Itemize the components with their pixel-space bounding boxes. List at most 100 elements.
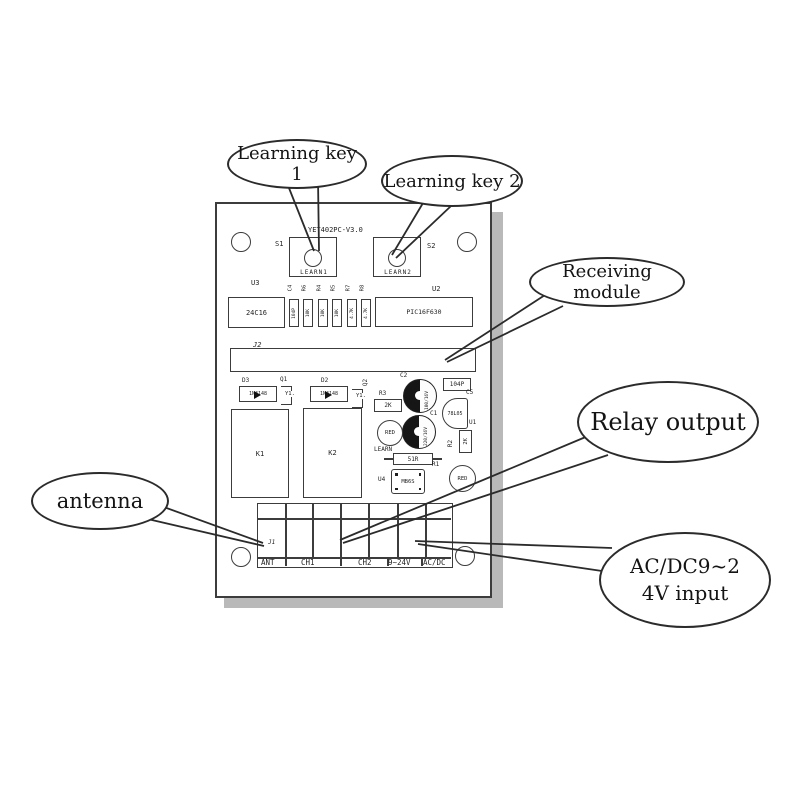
r6-resistor: 10K [303,299,313,327]
d2-diode-symbol [325,391,332,399]
learn2-label: LEARN2 [384,269,412,276]
k2-ref-label: K2 [328,449,337,457]
u3-eeprom-chip: 24C16 [228,297,285,328]
power-input-tail [414,540,613,572]
terminal-label-acdc: AC/DC [423,558,446,567]
d3-diode: 1N4148 [239,386,277,402]
r1-ref-label: R1 [432,461,440,468]
r3-value: 2K [384,402,392,409]
j1-ref-label: J1 [268,539,276,546]
relay-output-tail [339,435,609,544]
c1-capacitor-hole [414,427,423,436]
callout-power-input: AC/DC9~2 4V input [599,532,771,628]
relay-k2: K2 [303,408,362,498]
d2-diode: 1N4148 [310,386,348,402]
terminal-divider [368,504,370,557]
learn1-button[interactable]: LEARN1 [289,237,337,277]
u4-pin-dot [418,487,421,490]
c5-value: 104P [449,381,465,388]
callout-text-line1: AC/DC9~2 [629,554,741,578]
terminal-label-tick [340,557,342,566]
u4-pin-dot [395,473,398,476]
k1-ref-label: K1 [255,449,265,458]
r1-lead-right [433,458,442,460]
r7-resistor: 4.7K [347,299,357,327]
terminal-row-line [258,518,451,520]
callout-antenna: antenna [31,472,169,530]
callout-text: Receiving module [562,261,652,303]
q1-marking: Y1. [285,391,295,397]
terminal-label-ch1: CH1 [301,558,315,567]
q2-marking: Y1. [356,393,366,399]
callout-text-line2: 4V input [641,581,729,605]
mounting-hole-bottom-left [231,547,251,567]
callout-text: Relay output [590,408,746,436]
learn-led-label: RED [385,430,395,436]
relay-k1: K1 [231,409,289,498]
c2-ref-label: C2 [400,372,408,379]
d3-diode-symbol [254,391,261,399]
d3-ref-label: D3 [242,377,250,384]
r1-value: 51R [407,455,419,463]
u1-part-text: 78L05 [447,410,463,417]
r4-resistor: 10K [318,299,328,327]
terminal-label-ant: ANT [261,558,275,567]
terminal-label-tick [387,557,389,566]
callout-text: antenna [56,489,144,513]
receiver-module-socket [230,348,476,372]
learn-led: RED [377,420,403,446]
u4-ref-label: U4 [378,476,386,483]
learning-key-2-tail [391,197,452,259]
u4-part-text: MB6S [401,478,415,485]
d2-ref-label: D2 [321,377,329,384]
terminal-block: ANT CH1 CH2 9~24V AC/DC [257,503,453,568]
u2-ref-label: U2 [432,285,441,293]
terminal-divider [285,504,287,557]
j2-ref-label: J2 [253,341,262,349]
u4-bridge-rectifier: MB6S [391,469,425,494]
u3-ref-label: U3 [251,279,260,287]
c4-capacitor: 104P [289,299,299,327]
s1-ref-label: S1 [275,240,284,248]
learn1-label: LEARN1 [300,269,328,276]
callout-text: Learning key 2 [383,170,521,192]
r1-resistor: 51R [393,453,433,465]
power-led-label: RED [457,475,468,482]
r3-resistor: 2K [374,399,402,412]
learn-led-caption: LEARN [374,446,393,453]
terminal-label-line [258,557,451,559]
mounting-hole-top-left [231,232,251,252]
callout-text: Learning key 1 [237,143,357,185]
u3-part-text: 24C16 [245,308,268,317]
terminal-label-9-24v: 9~24V [388,558,411,567]
terminal-label-tick [421,557,423,566]
s2-ref-label: S2 [427,242,436,250]
c1-capacitor: 220/16V [402,415,436,449]
c5-capacitor: 104P [443,378,471,391]
r8-resistor: 4.7K [361,299,371,327]
callout-relay-output: Relay output [577,381,759,463]
terminal-label-ch2: CH2 [358,558,372,567]
board-model-text: YET402PC-V3.0 [308,226,363,234]
r2-resistor: 2K [459,430,472,453]
antenna-tail [138,501,265,547]
mounting-hole-top-right [457,232,477,252]
r5-resistor: 10K [332,299,342,327]
callout-learning-key-2: Learning key 2 [381,155,523,207]
q1-ref-label: Q1 [280,376,288,383]
terminal-divider [312,504,314,557]
learning-key-1-tail [286,178,320,252]
u2-mcu-chip: PIC16F630 [375,297,473,327]
c2-capacitor: 100/16V [403,379,437,413]
receiving-module-tail [444,294,564,363]
terminal-divider [425,504,427,557]
u4-pin-dot [395,487,398,490]
terminal-label-tick [285,557,287,566]
r1-lead-left [384,458,393,460]
terminal-divider [340,504,342,557]
c1-ref-label: C1 [430,410,438,417]
terminal-divider [397,504,399,557]
callout-receiving-module: Receiving module [529,257,685,307]
